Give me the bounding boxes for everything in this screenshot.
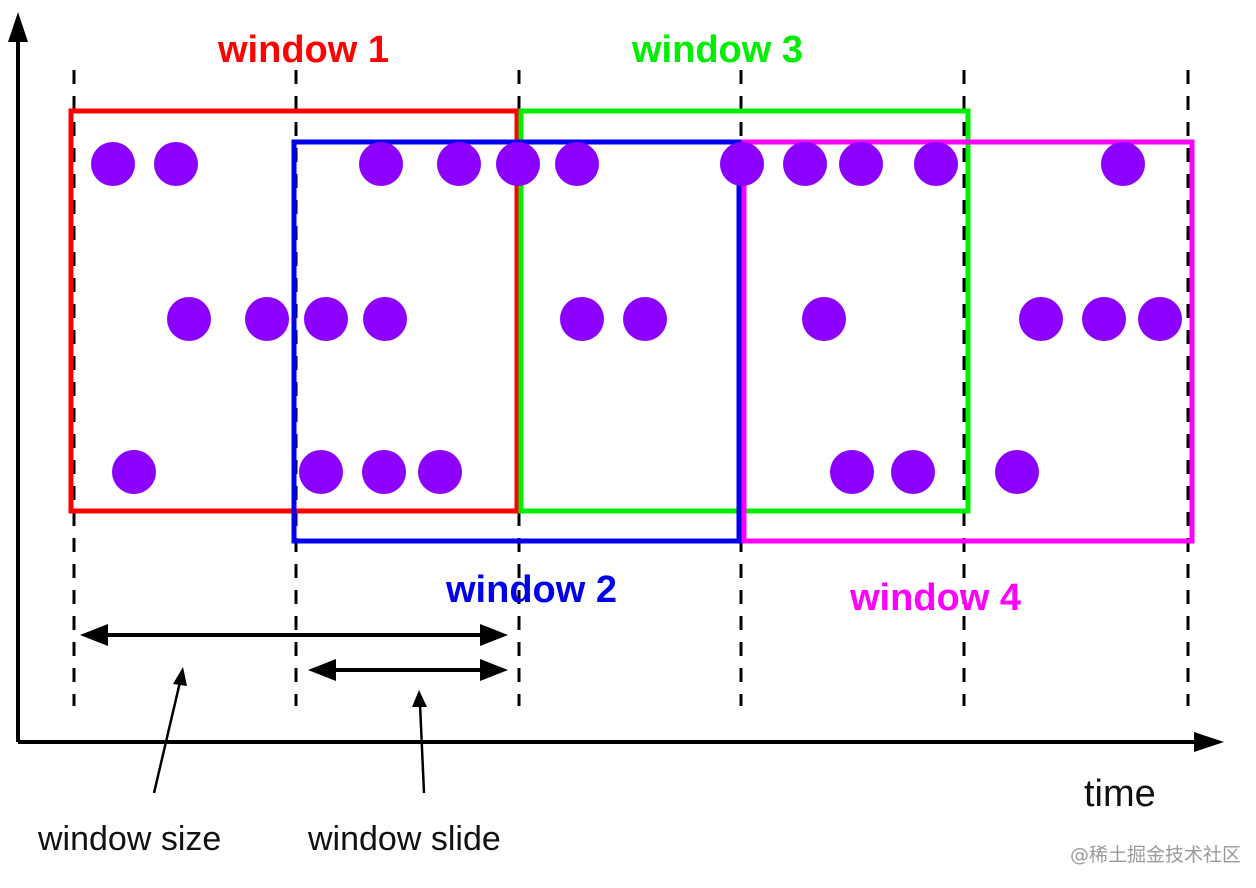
y-axis-arrowhead <box>8 12 28 42</box>
event-dot <box>363 297 407 341</box>
event-dot <box>437 142 481 186</box>
pointer-arrows <box>152 667 427 794</box>
pointer-arrowhead <box>412 690 427 707</box>
event-dot <box>154 142 198 186</box>
event-dot <box>623 297 667 341</box>
window-2-label: window 2 <box>445 569 617 611</box>
event-dot <box>1138 297 1182 341</box>
measure-arrows <box>80 624 508 681</box>
window-3-label: window 3 <box>631 29 803 71</box>
arrowhead-left <box>80 624 108 646</box>
event-dot <box>783 142 827 186</box>
arrowhead-right <box>480 659 508 681</box>
window-boxes <box>68 108 1195 544</box>
x-axis-arrowhead <box>1194 732 1224 752</box>
event-dot <box>304 297 348 341</box>
event-dot <box>720 142 764 186</box>
axes <box>8 12 1224 752</box>
event-dot <box>830 450 874 494</box>
arrowhead-left <box>308 659 336 681</box>
event-dot <box>112 450 156 494</box>
event-dot <box>496 142 540 186</box>
window-4-label: window 4 <box>849 577 1021 619</box>
event-dot <box>245 297 289 341</box>
window-2-box <box>291 139 742 544</box>
event-dot <box>167 297 211 341</box>
event-dot <box>891 450 935 494</box>
watermark: @稀土掘金技术社区 <box>1070 844 1241 866</box>
event-dot <box>91 142 135 186</box>
event-dots <box>91 142 1182 494</box>
event-dot <box>1101 142 1145 186</box>
pointer-arrowhead <box>173 667 187 686</box>
event-dot <box>362 450 406 494</box>
event-dot <box>555 142 599 186</box>
event-dot <box>1082 297 1126 341</box>
event-dot <box>560 297 604 341</box>
arrowhead-right <box>480 624 508 646</box>
time-axis-label: time <box>1084 773 1156 815</box>
event-dot <box>418 450 462 494</box>
event-dot <box>914 142 958 186</box>
window-size-label: window size <box>37 820 221 858</box>
window-1-label: window 1 <box>217 29 389 71</box>
window-4-box <box>741 139 1195 544</box>
event-dot <box>1019 297 1063 341</box>
window-size-pointer <box>152 681 182 794</box>
event-dot <box>802 297 846 341</box>
window-slide-pointer <box>418 703 426 794</box>
event-dot <box>359 142 403 186</box>
event-dot <box>839 142 883 186</box>
window-slide-label: window slide <box>307 820 501 858</box>
event-dot <box>995 450 1039 494</box>
event-dot <box>299 450 343 494</box>
